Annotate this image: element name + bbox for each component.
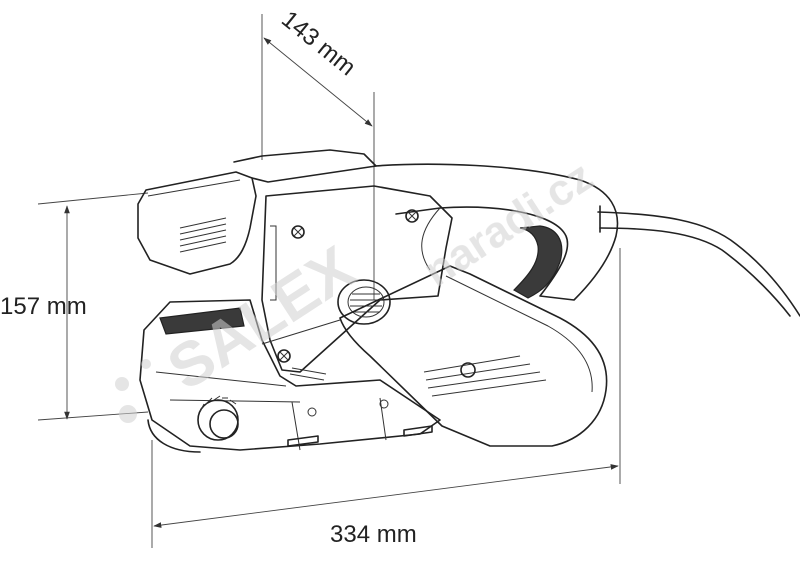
dimension-157-group: 157 mm: [0, 192, 149, 421]
motor-housing: [261, 185, 453, 373]
screw-top-right: [405, 209, 419, 223]
dimension-334-label: 334 mm: [330, 521, 417, 548]
base-frame: [139, 299, 441, 451]
screw-top-left: [291, 225, 305, 239]
belt-cover: [339, 265, 608, 447]
handle-grip-shadow: [513, 225, 563, 299]
watermark-suffix: naradi.cz: [415, 151, 602, 296]
screw-lower-left: [277, 349, 291, 363]
dimension-143-line: [263, 37, 373, 127]
dimension-334-group: 334 mm: [151, 248, 621, 548]
dimension-143-label: 143 mm: [276, 6, 360, 82]
front-handle-vent: [179, 217, 227, 253]
base-slot-right: [403, 425, 433, 437]
front-handle: [137, 171, 257, 275]
dimension-157-label: 157 mm: [0, 293, 87, 320]
dimension-334-line: [153, 464, 619, 528]
belt-cover-vent: [423, 355, 547, 397]
rear-handle: [374, 163, 619, 301]
power-cord: [597, 211, 800, 317]
tracking-knob: [197, 395, 239, 441]
base-slot-left: [287, 435, 319, 447]
